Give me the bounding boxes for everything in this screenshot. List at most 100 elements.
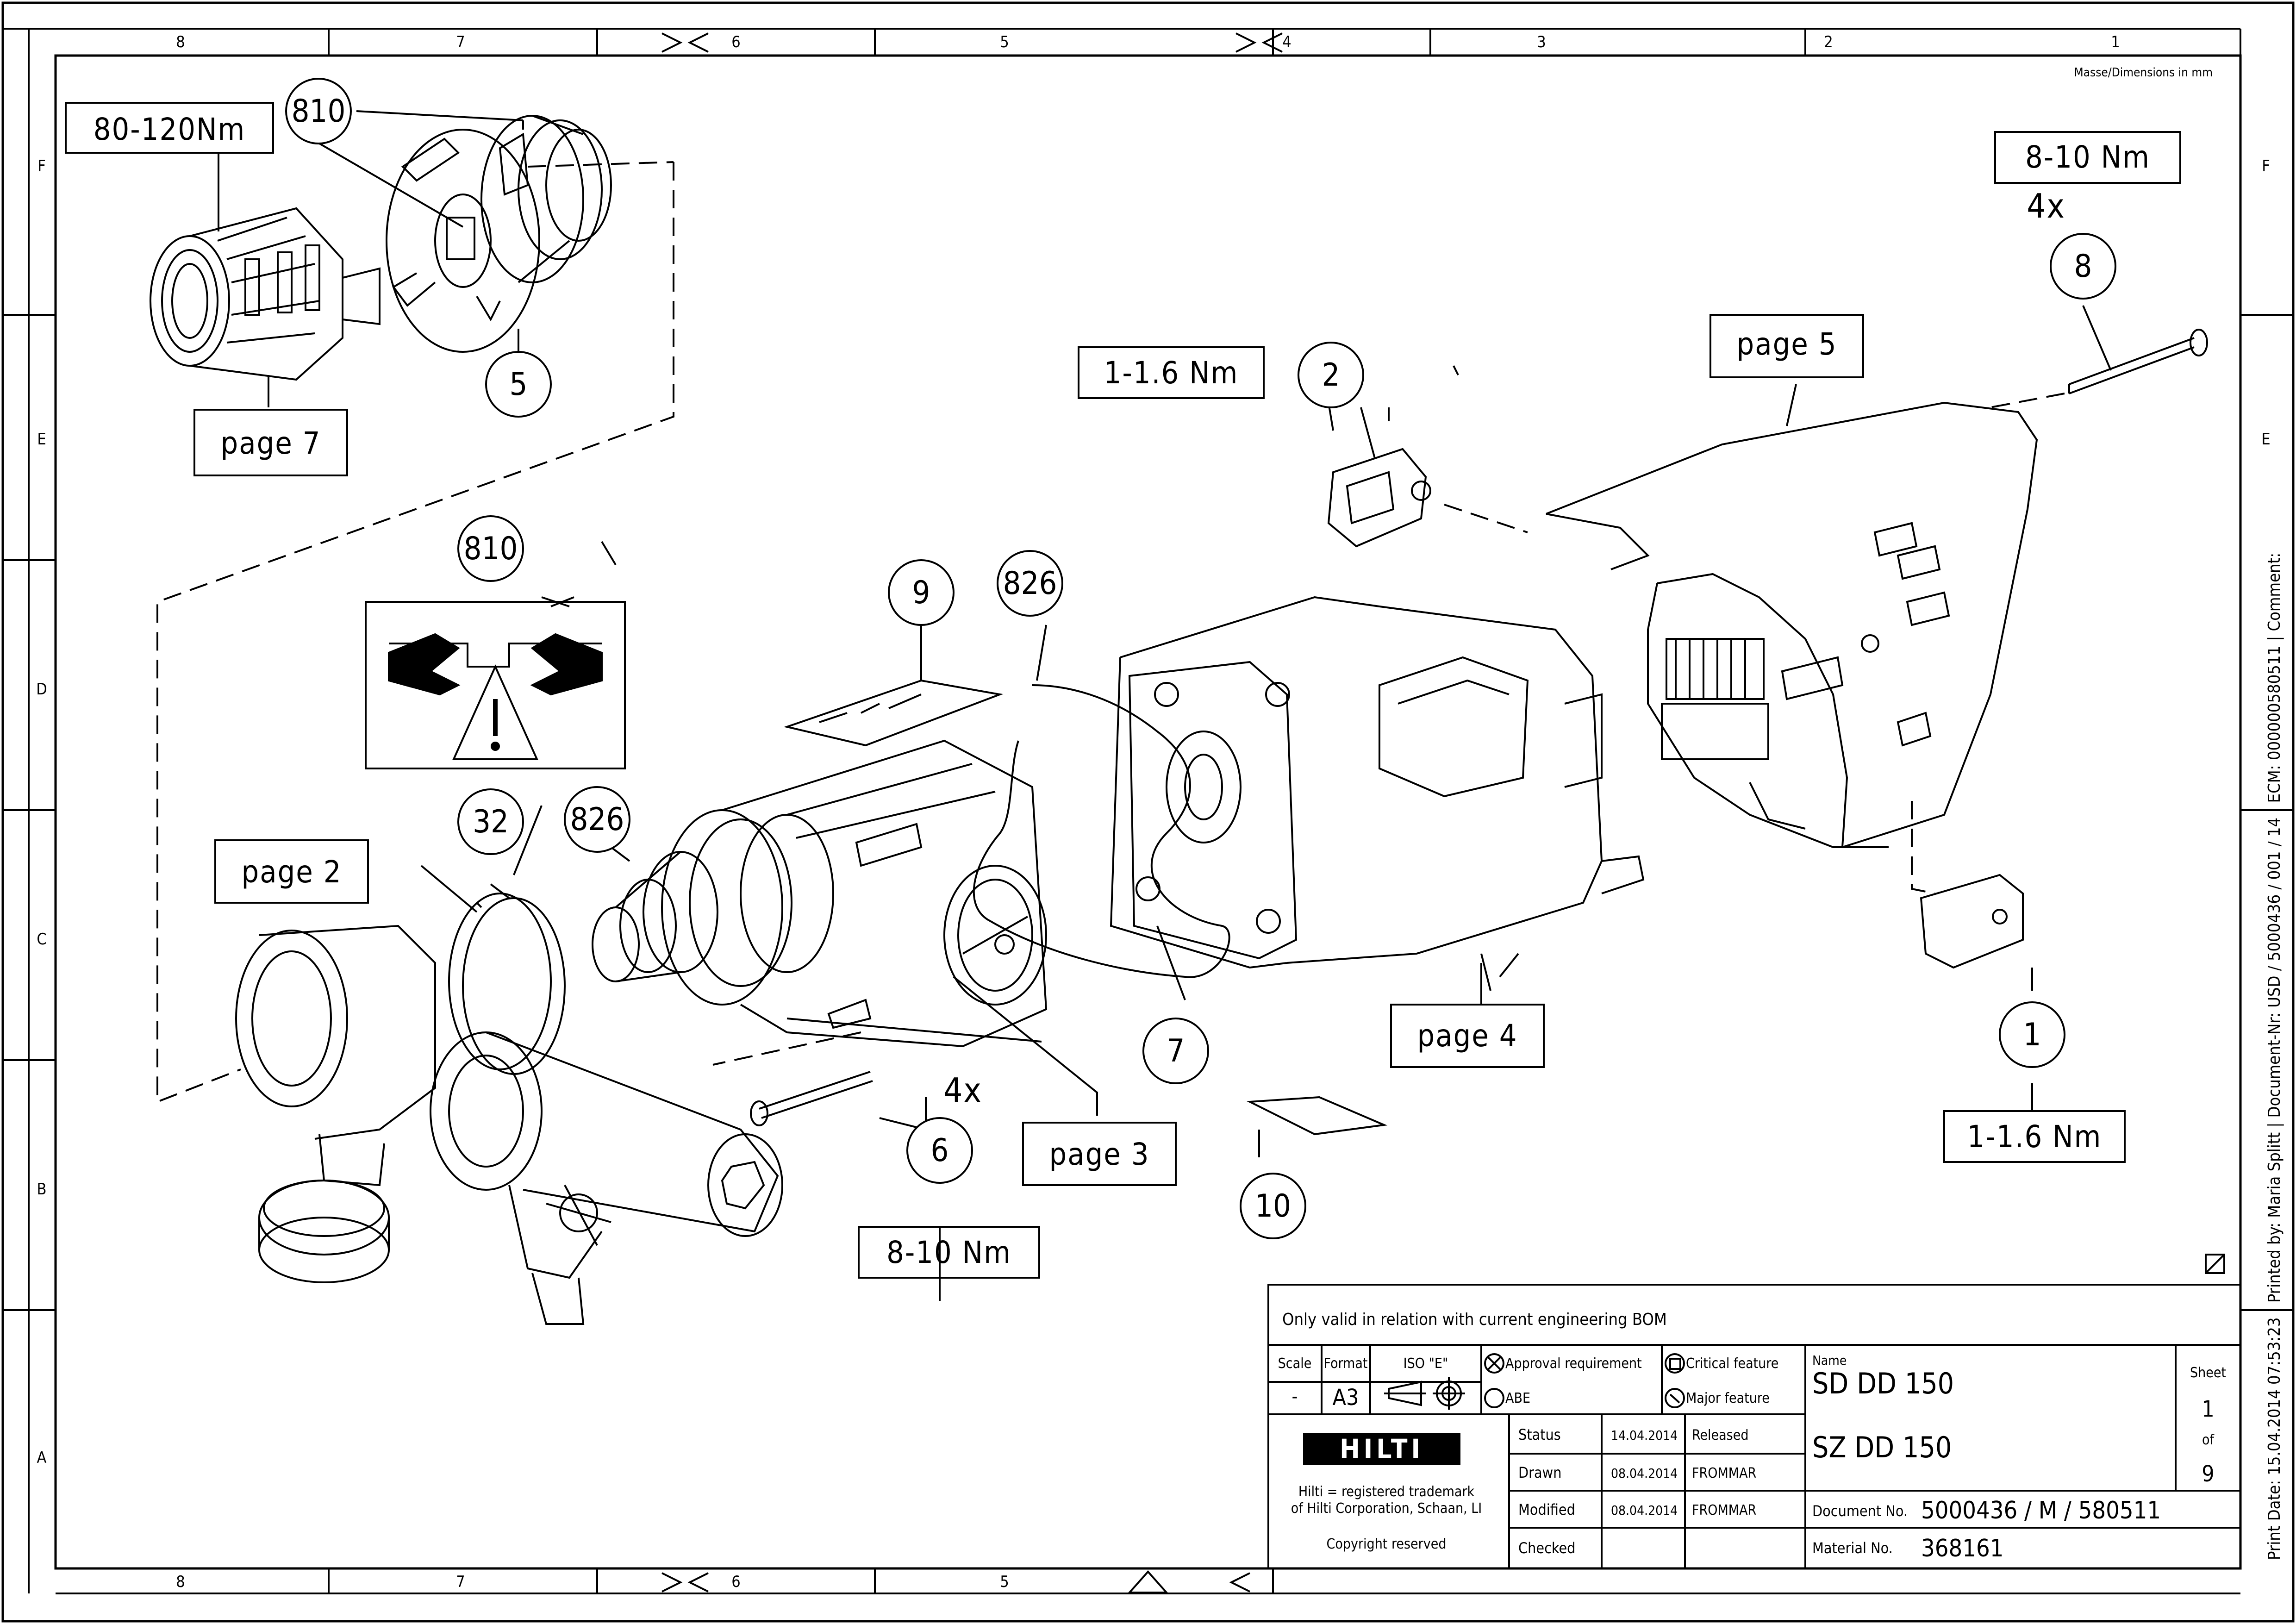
qty-label-8: 4x: [2027, 187, 2065, 225]
page2-box: [214, 839, 369, 904]
zone-col-2: 2: [1824, 33, 1833, 51]
callout-circle-1: [1999, 1001, 2065, 1068]
modified-value: FROMMAR: [1692, 1502, 1756, 1518]
callout-10: 10: [1255, 1188, 1291, 1224]
dashed-envelope-left: [156, 162, 674, 1103]
title-block: [1267, 1284, 2241, 1569]
inner-border: [54, 54, 2242, 1570]
cable-826: [973, 684, 1230, 978]
cover-part-2: [1327, 448, 1528, 548]
scale-value: -: [1292, 1386, 1298, 1407]
callout-circle-7: [1142, 1018, 1209, 1084]
callout-circle-810b: [457, 515, 524, 582]
page2-label: page 2: [242, 854, 342, 890]
hilti-logo: HILTI: [1303, 1433, 1460, 1465]
zone-col-8-bottom: 8: [176, 1573, 185, 1591]
sheet-total: 9: [2202, 1461, 2214, 1487]
product-name-2: SZ DD 150: [1812, 1430, 1952, 1464]
callout-826a: 826: [570, 801, 624, 838]
page5-label: page 5: [1737, 326, 1837, 362]
modified-date: 08.04.2014: [1611, 1503, 1678, 1518]
zone-row-b: B: [37, 1180, 47, 1199]
callout-circle-8: [2050, 233, 2116, 300]
torque-box-6: [858, 1226, 1040, 1279]
screw-6: [750, 1071, 873, 1126]
torque-box-2: [1078, 346, 1265, 399]
zone-col-5: 5: [1000, 33, 1009, 51]
approval-label: Approval requirement: [1505, 1355, 1642, 1372]
zone-col-6-bottom: 6: [731, 1573, 740, 1591]
callout-circle-9: [888, 559, 955, 626]
zone-col-4: 4: [1282, 33, 1291, 51]
torque-box-8: [1994, 131, 2181, 184]
abe-label: ABE: [1505, 1390, 1530, 1406]
side-handle-part: [235, 924, 783, 1325]
zone-row-f: F: [37, 157, 46, 175]
scale-label: Scale: [1278, 1355, 1312, 1372]
label-boxes: [65, 102, 2181, 1279]
modified-label: Modified: [1518, 1501, 1575, 1518]
rear-housing-part: [1546, 401, 2038, 848]
title-block-text: Only valid in relation with current engi…: [1278, 1310, 2226, 1562]
torque-label-1: 1-1.6 Nm: [1967, 1119, 2102, 1155]
page5-box: [1710, 314, 1864, 378]
drawn-value: FROMMAR: [1692, 1465, 1756, 1481]
trademark-line-2: of Hilti Corporation, Schaan, LI: [1291, 1500, 1482, 1517]
zone-col-7-bottom: 7: [456, 1573, 465, 1591]
format-value: A3: [1333, 1385, 1359, 1411]
status-date: 14.04.2014: [1611, 1428, 1678, 1443]
screw-8: [1990, 329, 2208, 408]
gear-housing-part: [592, 739, 1048, 1048]
surface-mark: [2205, 1254, 2225, 1274]
zone-col-6: 6: [731, 33, 740, 51]
callout-826b: 826: [1003, 565, 1057, 602]
torque-label-2: 1-1.6 Nm: [1104, 355, 1239, 391]
coupling-assembly: [386, 115, 612, 353]
callout-6: 6: [931, 1132, 949, 1169]
zone-col-1: 1: [2111, 33, 2120, 51]
callout-810a: 810: [292, 93, 346, 130]
callout-circle-826a: [564, 786, 630, 853]
callout-circle-826b: [997, 550, 1063, 617]
sheet-label: Sheet: [2190, 1365, 2226, 1381]
hilti-logo-text: HILTI: [1340, 1433, 1424, 1465]
material-no-value: 368161: [1921, 1535, 2004, 1562]
motor-housing-part: [1110, 596, 1645, 991]
right-zone-strip: [2240, 314, 2293, 1311]
callout-circles: [285, 78, 2116, 1239]
callout-circle-32: [457, 788, 524, 855]
zone-row-c: C: [37, 930, 46, 949]
o-ring-outer: [448, 893, 552, 1070]
page4-label: page 4: [1417, 1018, 1518, 1054]
print-info-side-note: Print Date: 15.04.2014 07:53:23 | Printe…: [2265, 553, 2284, 1560]
format-label: Format: [1324, 1355, 1368, 1372]
zone-col-8: 8: [176, 33, 185, 51]
callout-7: 7: [1167, 1033, 1185, 1069]
zone-col-7: 7: [456, 33, 465, 51]
name-label: Name: [1812, 1353, 1847, 1368]
status-label: Status: [1518, 1426, 1561, 1443]
sheet-number: 1: [2202, 1396, 2214, 1422]
dimensions-note: Masse/Dimensions in mm: [2074, 66, 2213, 80]
callout-circle-5: [485, 351, 552, 418]
callout-circle-10: [1240, 1173, 1306, 1239]
validity-note: Only valid in relation with current engi…: [1282, 1310, 1667, 1329]
callout-1: 1: [2023, 1017, 2041, 1053]
product-name-1: SD DD 150: [1812, 1367, 1954, 1400]
zone-row-d: D: [36, 680, 47, 699]
callout-circle-6: [906, 1117, 973, 1184]
zone-row-e: E: [37, 430, 46, 449]
callout-5: 5: [510, 366, 528, 403]
dashed-envelope-top: [527, 161, 674, 168]
copyright-note: Copyright reserved: [1327, 1536, 1447, 1552]
zone-row-f-right: F: [2262, 157, 2270, 175]
zone-col-5-bottom: 5: [1000, 1573, 1009, 1591]
callout-circle-2: [1298, 342, 1364, 408]
iso-label: ISO "E": [1404, 1355, 1448, 1372]
callout-texts: 810 5 810 32 826 9 826 2 8 7 6 10 1: [292, 93, 2092, 1224]
drawn-label: Drawn: [1518, 1464, 1561, 1481]
callout-9: 9: [912, 575, 930, 611]
page7-box: [193, 409, 348, 476]
qty-label-6: 4x: [943, 1071, 982, 1110]
